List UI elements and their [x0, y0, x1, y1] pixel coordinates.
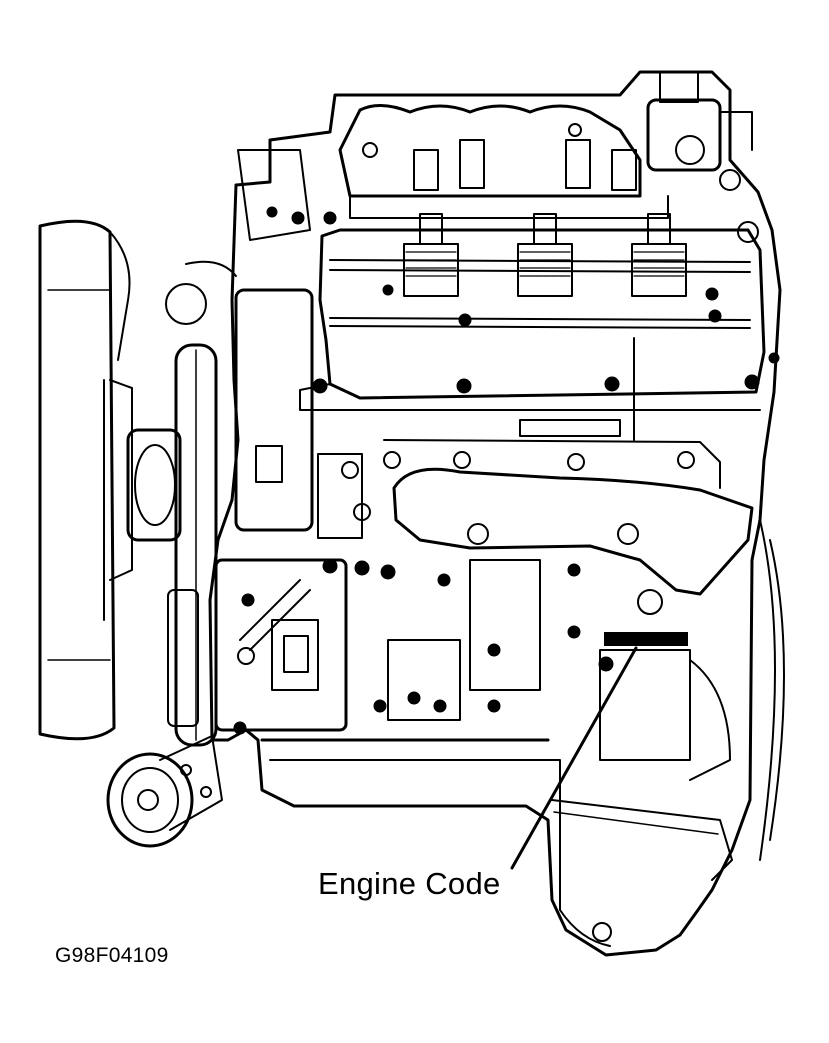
intake-plenum [338, 104, 669, 219]
fan-clutch [126, 343, 218, 747]
figure-id: G98F04109 [55, 944, 169, 967]
engine-code-label: Engine Code [318, 866, 501, 901]
ignition-coils [403, 213, 687, 297]
head-bolts [266, 206, 780, 394]
accessory-drive [165, 149, 371, 539]
ac-compressor [167, 558, 348, 732]
exhaust-manifold [383, 337, 754, 596]
tensioner-pulley [106, 735, 223, 848]
valve-cover [299, 228, 766, 411]
cooling-fan [38, 219, 133, 741]
engine-code-plate [604, 632, 688, 646]
engine-block-outline [208, 70, 782, 957]
block-bolts [233, 558, 614, 735]
flywheel [759, 519, 785, 861]
oil-pan [260, 559, 733, 947]
throttle-body [646, 71, 759, 243]
callout-leader [510, 646, 638, 870]
